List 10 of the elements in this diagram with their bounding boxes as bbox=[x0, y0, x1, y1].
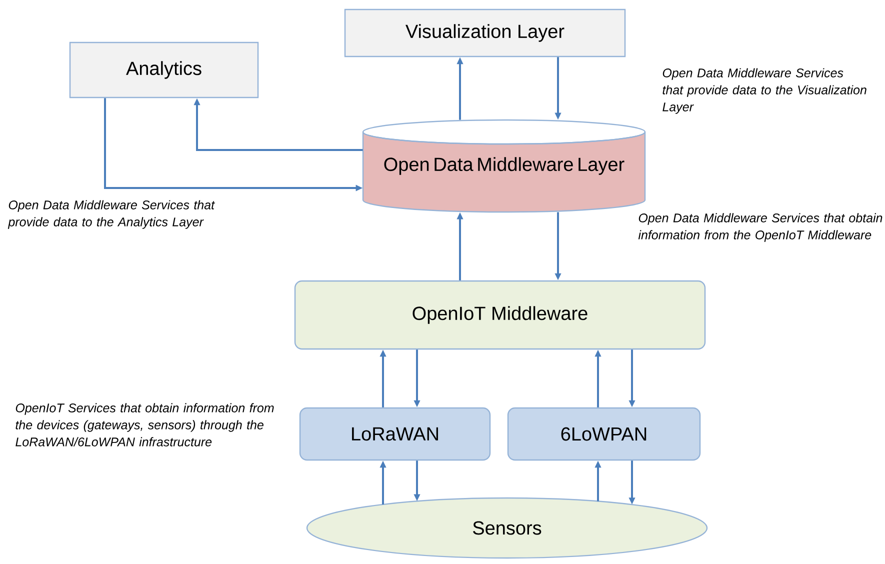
database-cylinder: Open Data Middleware Layer bbox=[362, 119, 646, 213]
annotation-text: Open Data Middleware Services that provide data to the Visualization Layer bbox=[662, 68, 866, 114]
network-box: LoRaWAN bbox=[299, 407, 491, 461]
annotation-text: Open Data Middleware Services that provide data to the Analytics Layer bbox=[8, 200, 215, 229]
middleware-box: OpenIoT Middleware bbox=[294, 280, 706, 350]
annotation-text: Open Data Middleware Services that obtain information from the OpenIoT Middleware bbox=[638, 213, 882, 242]
network-box: 6LoWPAN bbox=[507, 407, 701, 461]
layer-box: Visualization Layer bbox=[344, 8, 626, 58]
layer-box: Analytics bbox=[69, 42, 259, 98]
annotation-text: OpenIoT Services that obtain information from the devices (gateways, sensors) through the LoRaWAN/6LoWPAN infrastructure bbox=[16, 403, 274, 446]
